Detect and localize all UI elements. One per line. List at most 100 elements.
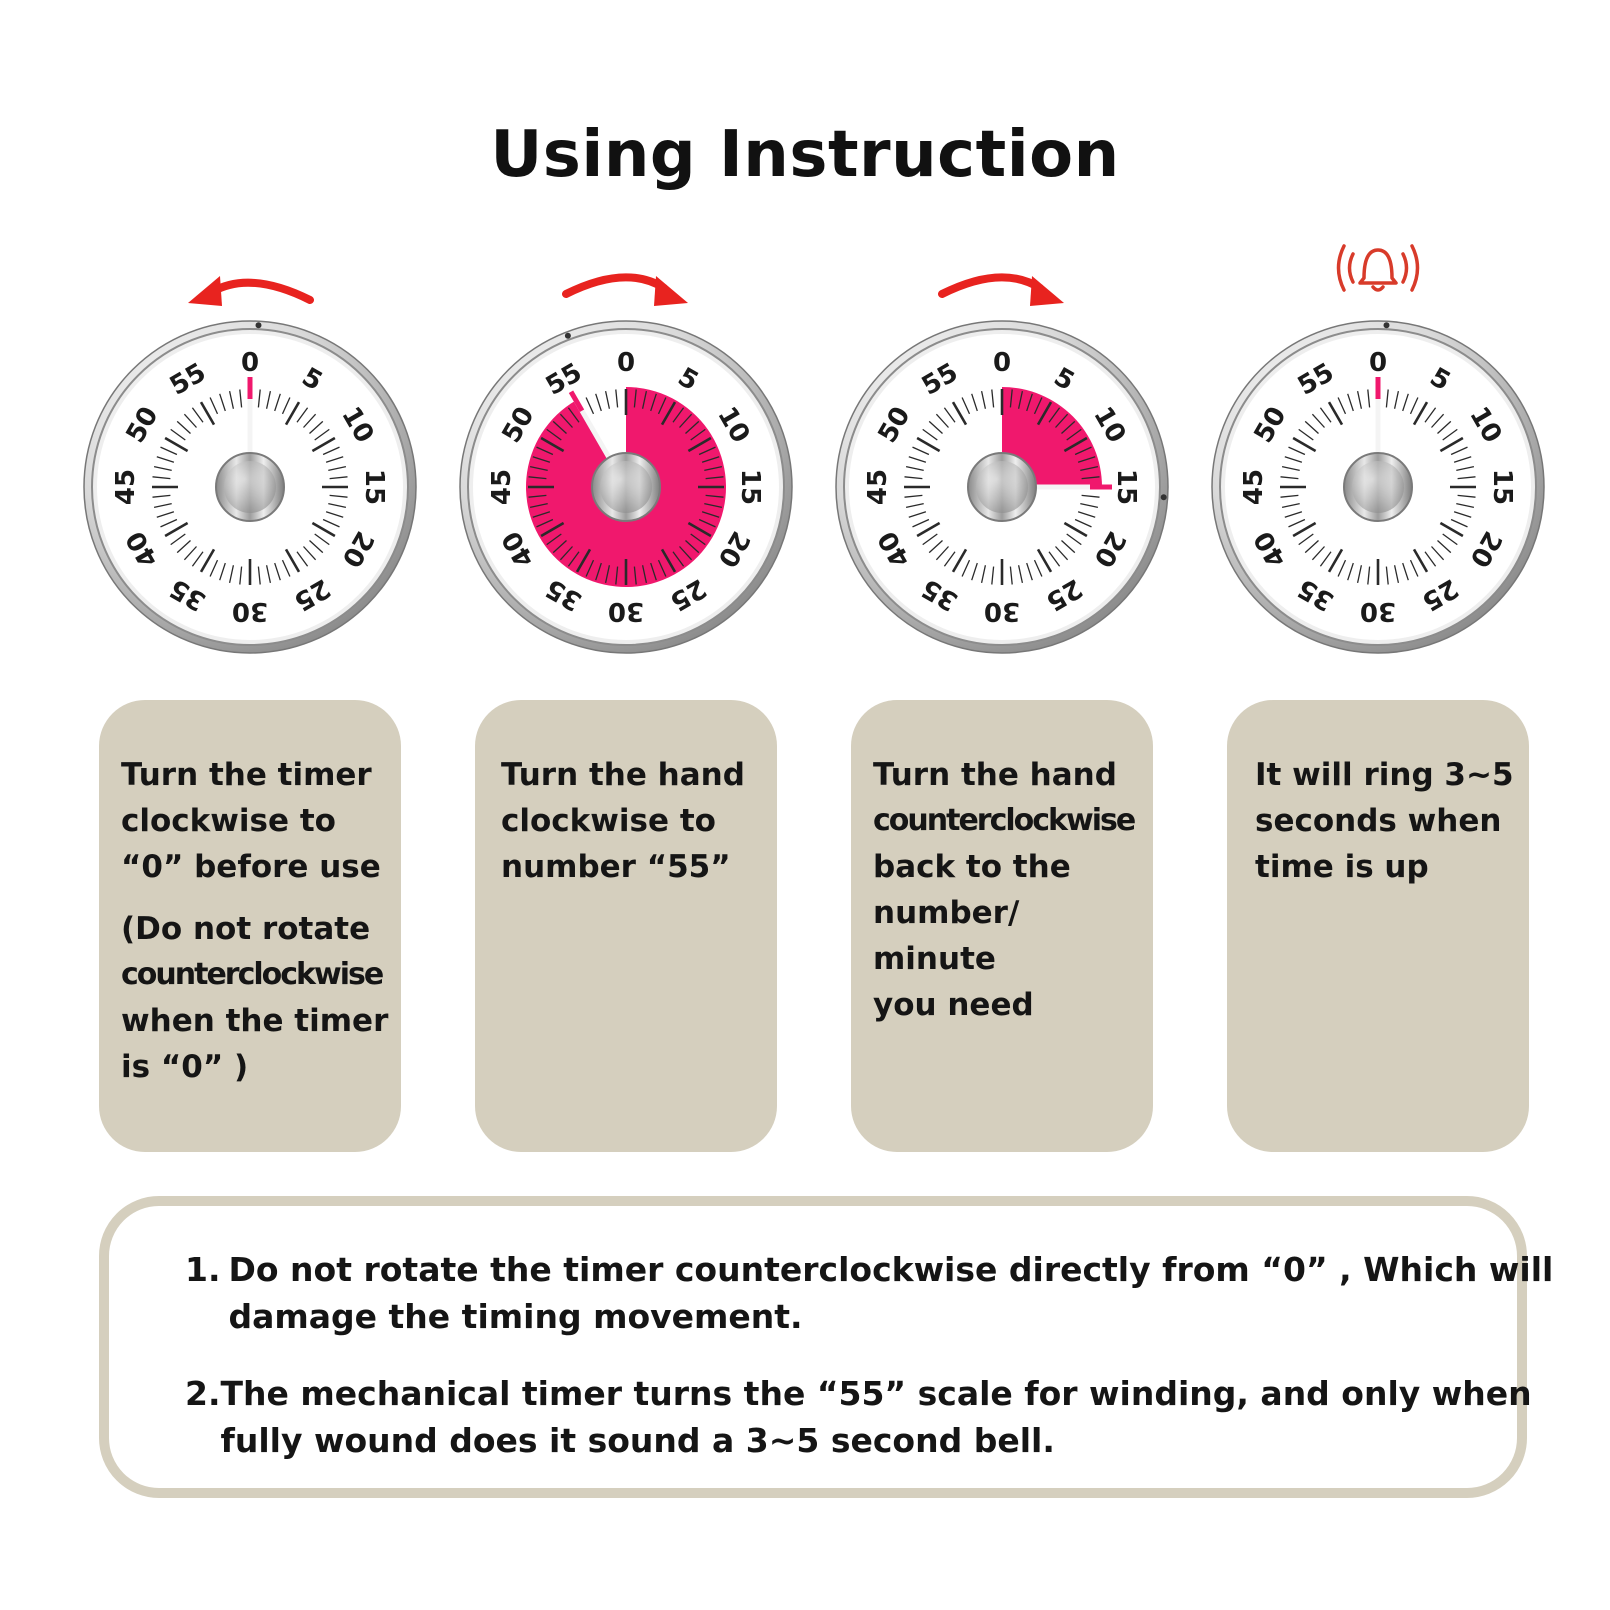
minor-tick: [536, 518, 554, 528]
major-tick: [164, 521, 189, 538]
step-3-line-2: counterclockwise: [873, 803, 1136, 838]
dial-number: 45: [1239, 469, 1269, 505]
ringing-bell-icon: [1336, 244, 1420, 292]
step-1-note-line-2: counterclockwise: [121, 957, 384, 992]
minor-tick: [704, 502, 723, 509]
minor-tick: [325, 511, 344, 518]
major-tick: [660, 401, 677, 426]
minor-tick: [156, 511, 175, 518]
minor-tick: [595, 393, 602, 412]
minor-tick: [1456, 465, 1475, 472]
major-tick: [660, 548, 677, 573]
major-tick: [199, 401, 216, 426]
minor-tick: [1393, 390, 1400, 409]
minor-tick: [1450, 446, 1468, 456]
minor-tick: [928, 420, 943, 434]
step-3-line-5: minute: [873, 941, 996, 977]
minor-tick: [1385, 566, 1389, 585]
minor-tick: [1409, 397, 1419, 415]
dial-number: 30: [608, 596, 644, 626]
minor-tick: [685, 540, 700, 554]
timer-hand-tip: [568, 390, 585, 413]
step-card-3: Turn the hand counterclockwise back to t…: [851, 700, 1153, 1152]
minor-tick: [1453, 511, 1472, 518]
major-tick: [1327, 401, 1344, 426]
major-tick: [951, 548, 968, 573]
dial-number: 30: [1360, 596, 1396, 626]
minor-tick: [552, 540, 567, 554]
major-tick: [1412, 401, 1429, 426]
minor-tick: [567, 551, 580, 567]
minor-tick: [1280, 494, 1299, 498]
step-1-note-line-3: when the timer: [121, 1003, 389, 1039]
minor-tick: [701, 456, 720, 463]
step-3-line-4: number/: [873, 895, 1020, 931]
minor-tick: [1356, 565, 1363, 584]
minor-tick: [1074, 446, 1092, 456]
minor-tick: [322, 446, 340, 456]
minor-tick: [615, 566, 619, 585]
minor-tick: [303, 413, 317, 428]
dial-number: 0: [1369, 348, 1387, 378]
minor-tick: [604, 565, 611, 584]
minor-tick: [698, 518, 716, 528]
minor-tick: [928, 540, 943, 554]
minor-tick: [615, 389, 619, 408]
minor-tick: [1066, 533, 1082, 546]
minor-tick: [991, 389, 995, 408]
minor-tick: [528, 494, 547, 498]
dial-number: 45: [487, 469, 517, 505]
minor-tick: [1080, 502, 1099, 509]
minor-tick: [701, 511, 720, 518]
minor-tick: [1385, 389, 1389, 408]
step-4-line-1: It will ring 3~5: [1255, 757, 1514, 793]
minor-tick: [604, 390, 611, 409]
step-card-2: Turn the hand clockwise to number “55”: [475, 700, 777, 1152]
minor-tick: [922, 428, 938, 441]
step-3-line-1: Turn the hand: [873, 757, 1117, 793]
minor-tick: [904, 494, 923, 498]
minor-tick: [1055, 546, 1069, 561]
minor-tick: [905, 502, 924, 509]
minor-tick: [980, 565, 987, 584]
minor-tick: [705, 476, 724, 480]
minor-tick: [152, 476, 171, 480]
minor-tick: [153, 465, 172, 472]
minor-tick: [1437, 420, 1452, 434]
step-1-line-2: clockwise to: [121, 803, 336, 839]
step-card-1: Turn the timer clockwise to “0” before u…: [99, 700, 401, 1152]
minor-tick: [690, 428, 706, 441]
minor-tick: [1048, 407, 1061, 423]
minor-tick: [1033, 559, 1043, 577]
clockwise-arrow: [938, 273, 1064, 306]
minor-tick: [922, 533, 938, 546]
minor-tick: [567, 407, 580, 423]
minor-tick: [183, 546, 197, 561]
minor-tick: [1319, 551, 1332, 567]
step-1-note-line-4: is “0” ): [121, 1049, 249, 1085]
major-tick: [540, 521, 565, 538]
minor-tick: [935, 546, 949, 561]
minor-tick: [1061, 540, 1076, 554]
major-tick: [1036, 401, 1053, 426]
minor-tick: [961, 397, 971, 415]
note-2-line-2: fully wound does it sound a 3~5 second b…: [220, 1421, 1055, 1460]
page-title: Using Instruction: [490, 118, 1120, 192]
minor-tick: [1311, 413, 1325, 428]
minor-tick: [657, 397, 667, 415]
minor-tick: [595, 562, 602, 581]
minor-tick: [908, 456, 927, 463]
minor-tick: [156, 456, 175, 463]
minor-tick: [281, 559, 291, 577]
minor-tick: [1298, 533, 1314, 546]
minor-tick: [1074, 518, 1092, 528]
minor-tick: [1280, 476, 1299, 480]
minor-tick: [1457, 476, 1476, 480]
minor-tick: [1424, 407, 1437, 423]
minor-tick: [672, 551, 685, 567]
minor-tick: [309, 420, 324, 434]
minor-tick: [935, 413, 949, 428]
